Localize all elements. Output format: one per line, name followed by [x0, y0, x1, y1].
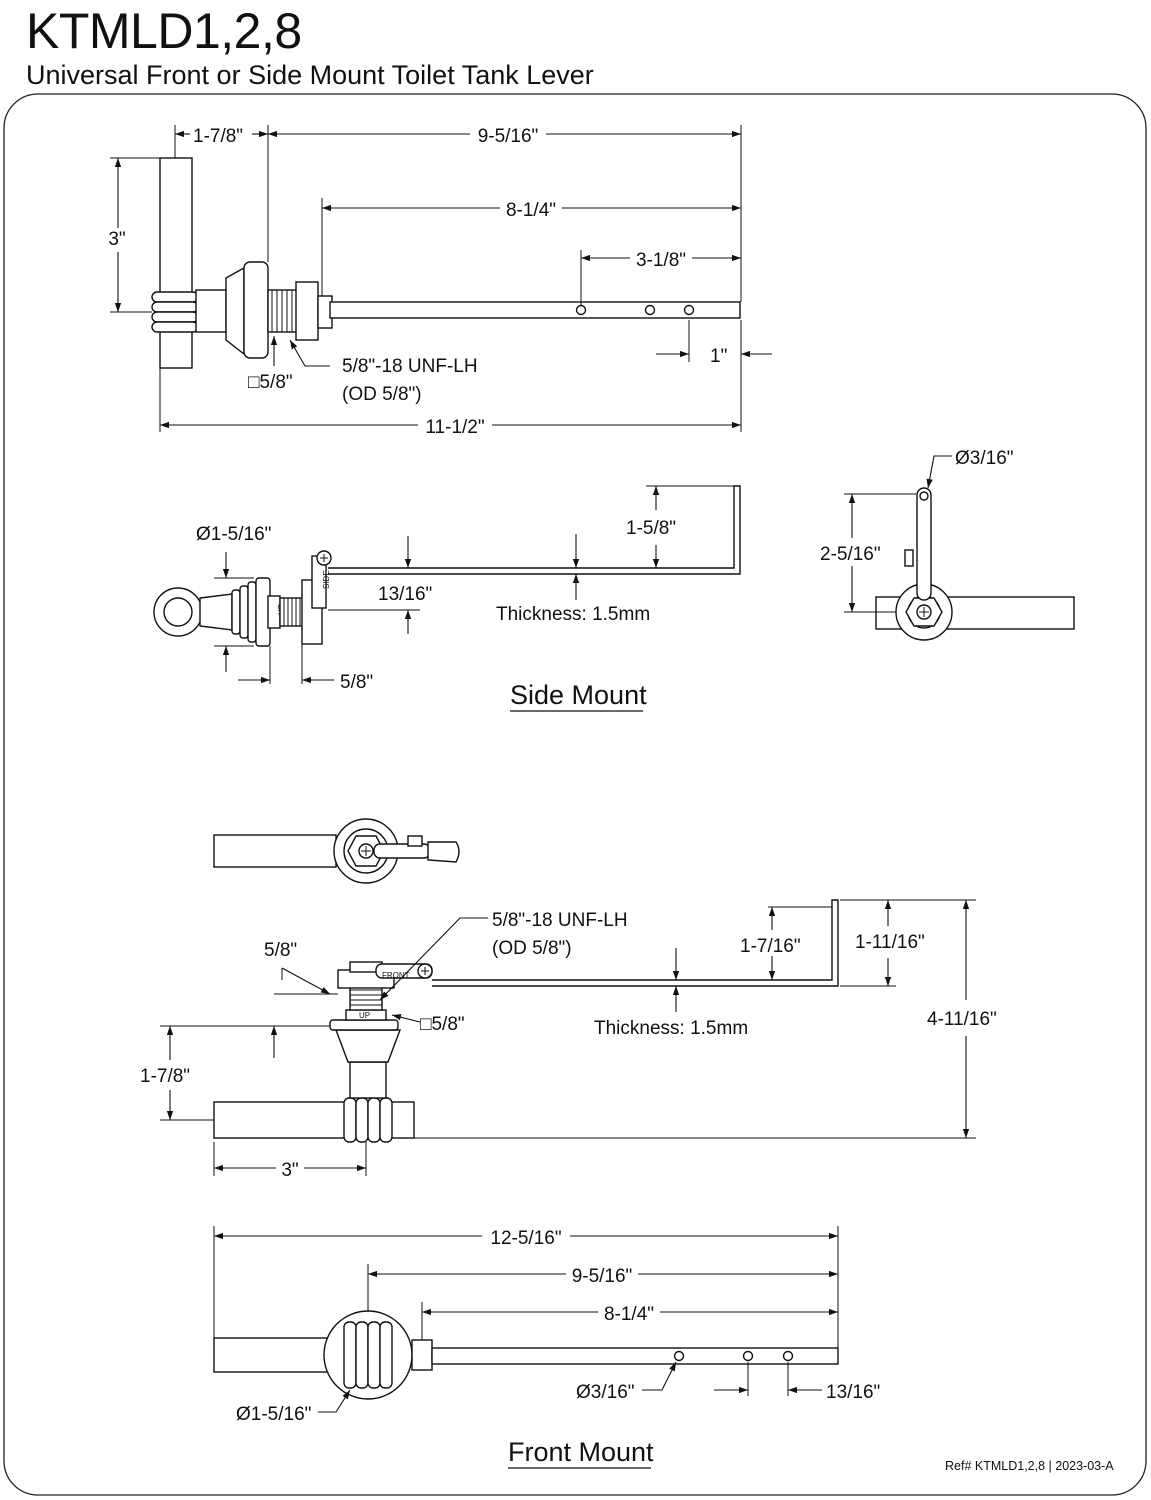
dim-plan-overall: 12-5/16"	[490, 1228, 561, 1249]
dim-top-hole-spacing: 1"	[710, 346, 727, 367]
mount-nut	[295, 281, 319, 341]
plan-grip-rings	[343, 1321, 393, 1389]
plan-hole	[673, 1350, 685, 1362]
side-mount-view: UP SIDE Ø1-5/16" 1-5/8" 13/16" Thickness…	[153, 485, 741, 712]
drawing-subtitle: Universal Front or Side Mount Toilet Tan…	[26, 60, 594, 90]
drawing-title: KTMLD1,2,8	[26, 3, 302, 59]
plan-bracket	[411, 1339, 433, 1371]
escutcheon	[225, 266, 245, 356]
dim-plan-arm-length: 8-1/4"	[604, 1304, 654, 1325]
dim-top-overall: 11-1/2"	[425, 417, 484, 438]
flange	[243, 261, 269, 359]
dim-side-nut: 5/8"	[340, 672, 373, 693]
front-mount-caption: Front Mount	[508, 1437, 654, 1467]
threaded-shank	[279, 597, 305, 627]
dim-side-drop: 1-5/8"	[626, 518, 676, 539]
side-mount-caption: Side Mount	[510, 680, 647, 710]
front-up-tag: UP	[359, 1011, 370, 1020]
lever-arm	[329, 301, 741, 319]
front-escutcheon	[334, 1029, 402, 1063]
dim-front-square: □5/8"	[420, 1014, 465, 1035]
lever-hole	[575, 304, 587, 316]
front-plan-view: 12-5/16" 9-5/16" 8-1/4" Ø3/16" 13/16" Ø1…	[213, 1226, 880, 1469]
dim-end-hole-dia: Ø3/16"	[955, 448, 1014, 469]
dim-top-lever-length: 9-5/16"	[478, 126, 539, 147]
end-view-tab	[904, 549, 914, 567]
dim-end-height: 2-5/16"	[820, 544, 881, 565]
dim-top-hole-range: 3-1/8"	[636, 250, 686, 271]
dim-front-handle: 3"	[281, 1160, 298, 1181]
dim-front-drop-a: 1-7/16"	[740, 936, 801, 957]
handle-body	[159, 157, 193, 369]
grip-rings	[231, 581, 257, 643]
dim-front-stem: 1-7/8"	[140, 1066, 190, 1087]
side-tag: SIDE	[322, 570, 331, 589]
plan-lever-arm	[431, 1347, 839, 1365]
dim-front-nut: 5/8"	[264, 940, 297, 961]
handle-neck	[199, 593, 233, 631]
handle-grip-rings	[151, 291, 199, 333]
lever-hole	[683, 304, 695, 316]
dim-plan-hole-dia: Ø3/16"	[576, 1382, 635, 1403]
front-flange	[329, 1019, 399, 1031]
mini-lever-stub	[427, 841, 460, 863]
plan-hole	[742, 1350, 754, 1362]
dim-plan-lever-length: 9-5/16"	[572, 1266, 633, 1287]
lever-hole	[644, 304, 656, 316]
front-thread	[349, 984, 383, 1011]
dim-side-offset: 13/16"	[378, 584, 432, 605]
end-view-hole	[919, 491, 929, 501]
thread-spec-line-1: 5/8"-18 UNF-LH	[342, 356, 478, 377]
front-tag: FRONT	[382, 971, 410, 980]
thread-spec-line-2: (OD 5/8")	[342, 384, 422, 405]
front-lever-arm	[432, 899, 839, 987]
dim-top-handle-offset: 1-7/8"	[193, 126, 243, 147]
mini-handle	[213, 834, 337, 868]
end-view-lever	[916, 487, 932, 601]
reference-number: Ref# KTMLD1,2,8 | 2023-03-A	[945, 1459, 1114, 1473]
dim-top-square: □5/8"	[248, 372, 293, 393]
front-thread-line-2: (OD 5/8")	[492, 938, 572, 959]
handle-arm	[195, 289, 227, 333]
front-elevation-view: UP FRONT 5/8"-18 UNF-LH (OD 5/8") 5/8" □…	[140, 899, 997, 1181]
dim-plan-hole-spacing: 13/16"	[826, 1382, 880, 1403]
front-grip-rings	[343, 1097, 393, 1143]
front-thickness-note: Thickness: 1.5mm	[594, 1018, 748, 1039]
dim-front-drop-b: 1-11/16"	[855, 932, 925, 953]
top-view: 1-7/8" 9-5/16" 8-1/4" 3-1/8" 3" 1" □5/8"…	[108, 125, 772, 438]
front-stem	[349, 1061, 387, 1099]
plan-handle	[213, 1337, 345, 1373]
dim-top-arm-length: 8-1/4"	[506, 200, 556, 221]
front-top-view	[213, 818, 460, 884]
side-end-view: Ø3/16" 2-5/16"	[820, 448, 1075, 641]
dim-top-handle-height: 3"	[108, 229, 125, 250]
front-thread-line-1: 5/8"-18 UNF-LH	[492, 910, 628, 931]
dim-side-diameter: Ø1-5/16"	[196, 524, 271, 545]
dim-front-total-height: 4-11/16"	[927, 1009, 997, 1030]
plan-hole	[782, 1350, 794, 1362]
side-thickness-note: Thickness: 1.5mm	[496, 604, 650, 625]
lever-arm	[328, 485, 741, 575]
drawing-border	[3, 93, 1147, 1496]
dim-plan-diameter: Ø1-5/16"	[236, 1404, 311, 1425]
